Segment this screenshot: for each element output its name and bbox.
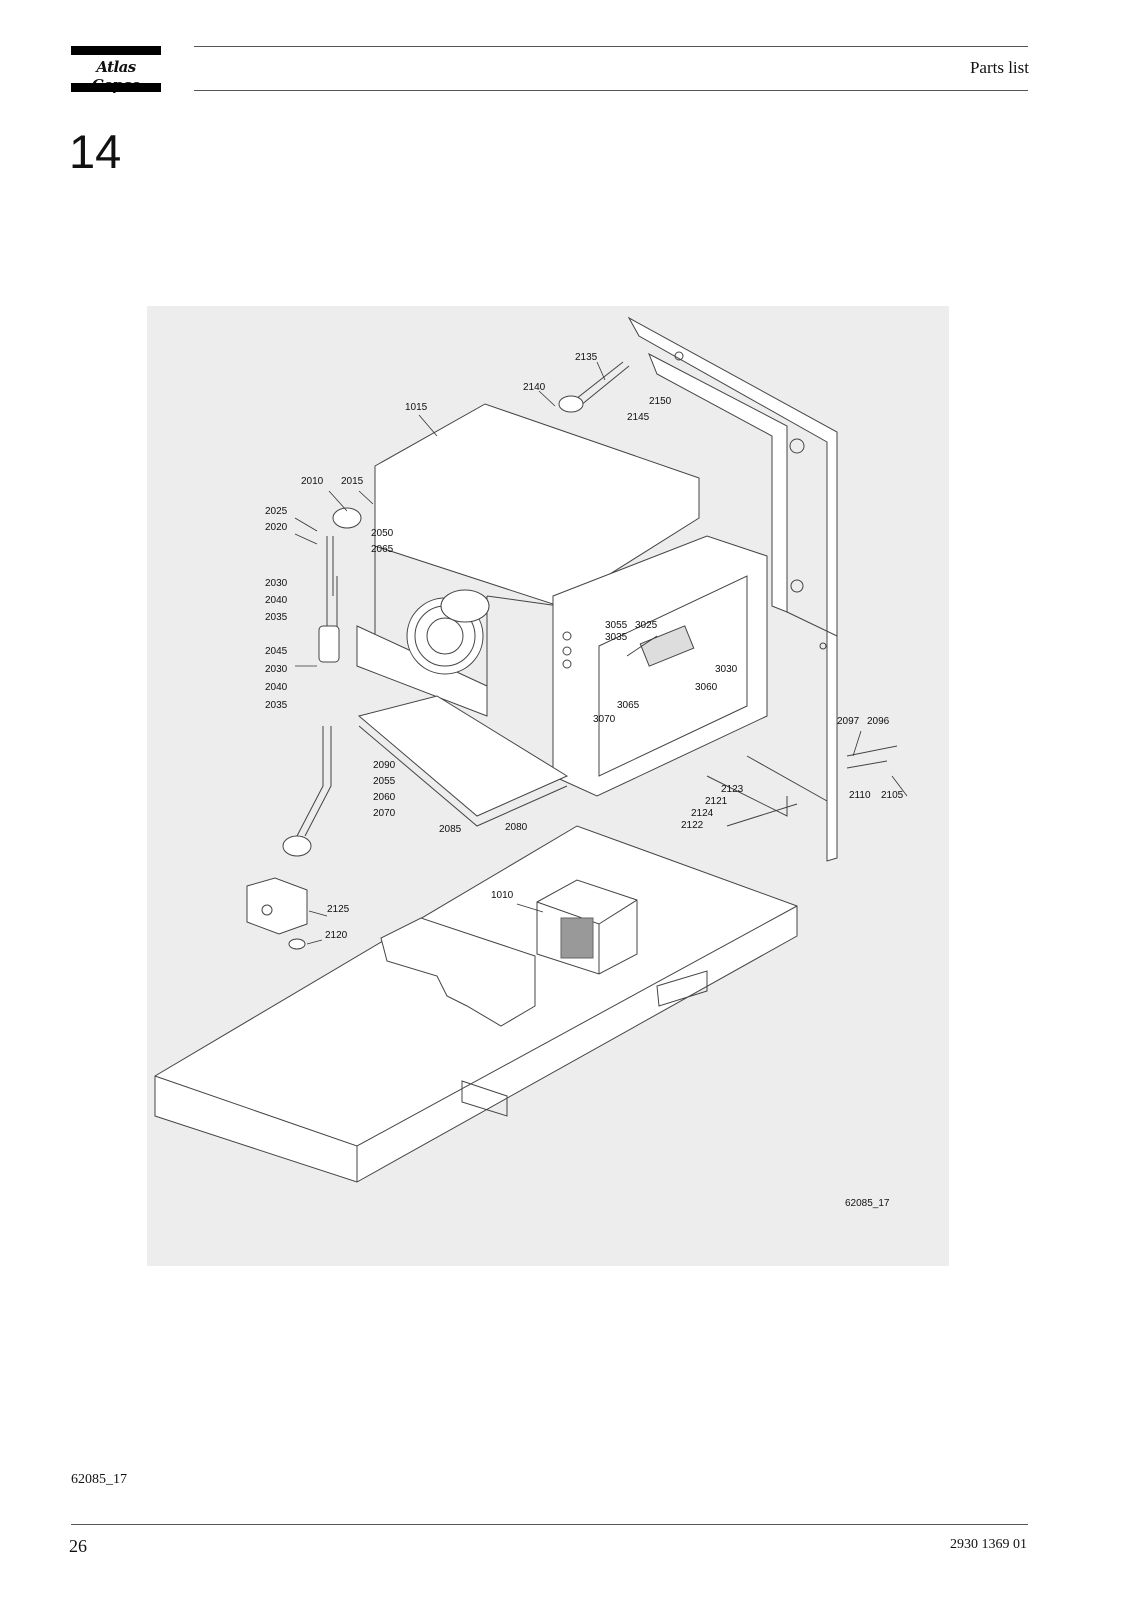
callout-2060: 2060: [373, 792, 396, 803]
callout-2145: 2145: [627, 412, 650, 423]
exploded-view-figure: 2135 2140 2145 2150 1015 2010 2015 2025 …: [147, 306, 949, 1266]
callout-2121: 2121: [705, 796, 728, 807]
atlas-copco-logo: Atlas Copco: [71, 46, 161, 94]
callout-2125: 2125: [327, 904, 350, 915]
callout-3035: 3035: [605, 632, 628, 643]
callout-2040-lower: 2040: [265, 682, 288, 693]
callout-2035-lower: 2035: [265, 700, 288, 711]
callout-2110: 2110: [849, 790, 871, 801]
callout-2020: 2020: [265, 522, 288, 533]
callout-2123: 2123: [721, 784, 744, 795]
callout-2040-upper: 2040: [265, 595, 288, 606]
footer-rule: [71, 1524, 1028, 1525]
callout-2090: 2090: [373, 760, 396, 771]
chapter-number: 14: [69, 125, 122, 178]
header-rule-bottom: [194, 90, 1028, 91]
callout-2070: 2070: [373, 808, 396, 819]
figure-caption: 62085_17: [71, 1472, 127, 1487]
callout-3055: 3055: [605, 620, 628, 631]
callout-2122: 2122: [681, 820, 704, 831]
callout-3060: 3060: [695, 682, 718, 693]
callout-1010: 1010: [491, 890, 514, 901]
callout-2015: 2015: [341, 476, 364, 487]
callout-2150: 2150: [649, 396, 672, 407]
callout-2055: 2055: [373, 776, 396, 787]
document-number: 2930 1369 01: [950, 1537, 1027, 1552]
callout-1015: 1015: [405, 402, 428, 413]
page-number: 26: [69, 1536, 87, 1556]
callout-2085: 2085: [439, 824, 462, 835]
callout-2140: 2140: [523, 382, 546, 393]
callout-2096: 2096: [867, 716, 890, 727]
callout-2045: 2045: [265, 646, 288, 657]
callout-3030: 3030: [715, 664, 738, 675]
callout-2080: 2080: [505, 822, 528, 833]
callout-2010: 2010: [301, 476, 324, 487]
callout-3070: 3070: [593, 714, 616, 725]
header-rule-top: [194, 46, 1028, 47]
callout-2097: 2097: [837, 716, 860, 727]
callout-2120: 2120: [325, 930, 348, 941]
callout-2050: 2050: [371, 528, 394, 539]
callout-2030-upper: 2030: [265, 578, 288, 589]
header-title: Parts list: [969, 58, 1029, 77]
callout-3065: 3065: [617, 700, 640, 711]
callout-2105: 2105: [881, 790, 904, 801]
callout-2030-lower: 2030: [265, 664, 288, 675]
callout-2035-upper: 2035: [265, 612, 288, 623]
figure-id-label: 62085_17: [845, 1198, 890, 1209]
callout-2025: 2025: [265, 506, 288, 517]
callout-2135: 2135: [575, 352, 598, 363]
callout-2124: 2124: [691, 808, 714, 819]
callout-3025: 3025: [635, 620, 658, 631]
callout-2065: 2065: [371, 544, 394, 555]
